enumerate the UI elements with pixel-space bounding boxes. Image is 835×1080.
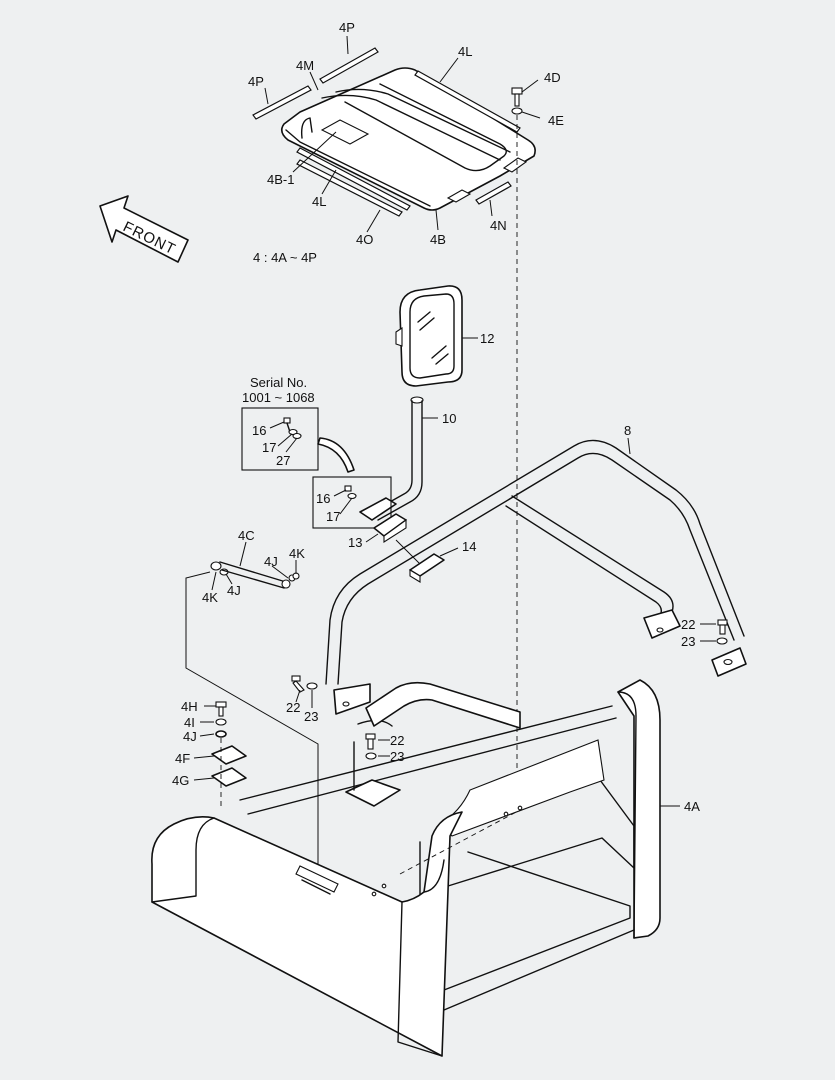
callout-4C: 4C	[238, 528, 255, 543]
cab-base-frame	[151, 679, 680, 1057]
callout-4N: 4N	[490, 218, 507, 233]
callout-22-mid: 22	[390, 733, 404, 748]
callout-27-box: 27	[276, 453, 290, 468]
clamp-parts	[365, 513, 459, 583]
callout-4J-stack: 4J	[183, 729, 197, 744]
serial-line2: 1001 ~ 1068	[242, 390, 315, 405]
callout-4A: 4A	[684, 799, 700, 814]
callout-8: 8	[624, 423, 631, 438]
callout-13: 13	[348, 535, 362, 550]
callout-4E: 4E	[548, 113, 564, 128]
washer-4E	[511, 107, 523, 115]
bracket-bolt-box	[312, 476, 392, 529]
callout-4P-right: 4P	[339, 20, 355, 35]
serial-box: Serial No. 1001 ~ 1068	[241, 375, 355, 473]
callout-4J-right: 4J	[264, 554, 278, 569]
bolts-washers	[291, 619, 728, 760]
callout-16-box: 16	[252, 423, 266, 438]
callout-22-right: 22	[681, 617, 695, 632]
strip-4L-upper	[414, 70, 521, 133]
callout-4I: 4I	[184, 715, 195, 730]
strip-4P-lower	[252, 85, 312, 120]
callout-4J-left: 4J	[227, 583, 241, 598]
callout-4F: 4F	[175, 751, 190, 766]
callout-23-right: 23	[681, 634, 695, 649]
callout-4P-left: 4P	[248, 74, 264, 89]
callout-4K-left: 4K	[202, 590, 218, 605]
callout-12: 12	[480, 331, 494, 346]
callout-10: 10	[442, 411, 456, 426]
serial-line1: Serial No.	[250, 375, 307, 390]
front-arrow-icon: FRONT	[99, 195, 189, 263]
callout-4B-1: 4B-1	[267, 172, 294, 187]
callout-23-left: 23	[304, 709, 318, 724]
link-rod	[185, 541, 319, 880]
callout-labels: 4P 4P 4M 4L 4D 4E 4B-1 4L 4O 4B 4N 12 10…	[172, 20, 700, 814]
callout-4G: 4G	[172, 773, 189, 788]
callout-22-left: 22	[286, 700, 300, 715]
roof-panel	[280, 67, 536, 211]
mirror	[395, 285, 478, 387]
callout-14: 14	[462, 539, 476, 554]
bolt-4D	[511, 87, 523, 107]
strip-4N	[475, 181, 512, 205]
callout-4B: 4B	[430, 232, 446, 247]
guard-frame	[325, 437, 747, 715]
callout-4O: 4O	[356, 232, 373, 247]
strip-4L-lower	[296, 159, 403, 217]
callout-4D: 4D	[544, 70, 561, 85]
callout-4K-right: 4K	[289, 546, 305, 561]
callout-4L-top: 4L	[458, 44, 472, 59]
callout-23-mid: 23	[390, 749, 404, 764]
mount-stack	[193, 701, 247, 810]
assembly-note: 4 : 4A ~ 4P	[253, 250, 317, 265]
strip-4O	[296, 147, 411, 211]
roof-seal-strips	[252, 47, 523, 217]
callout-4M: 4M	[296, 58, 314, 73]
callout-16: 16	[316, 491, 330, 506]
mirror-arm	[359, 396, 438, 521]
callout-4H: 4H	[181, 699, 198, 714]
callout-17-box: 17	[262, 440, 276, 455]
callout-17: 17	[326, 509, 340, 524]
strip-4P-upper	[319, 47, 379, 84]
callout-4L-bottom: 4L	[312, 194, 326, 209]
